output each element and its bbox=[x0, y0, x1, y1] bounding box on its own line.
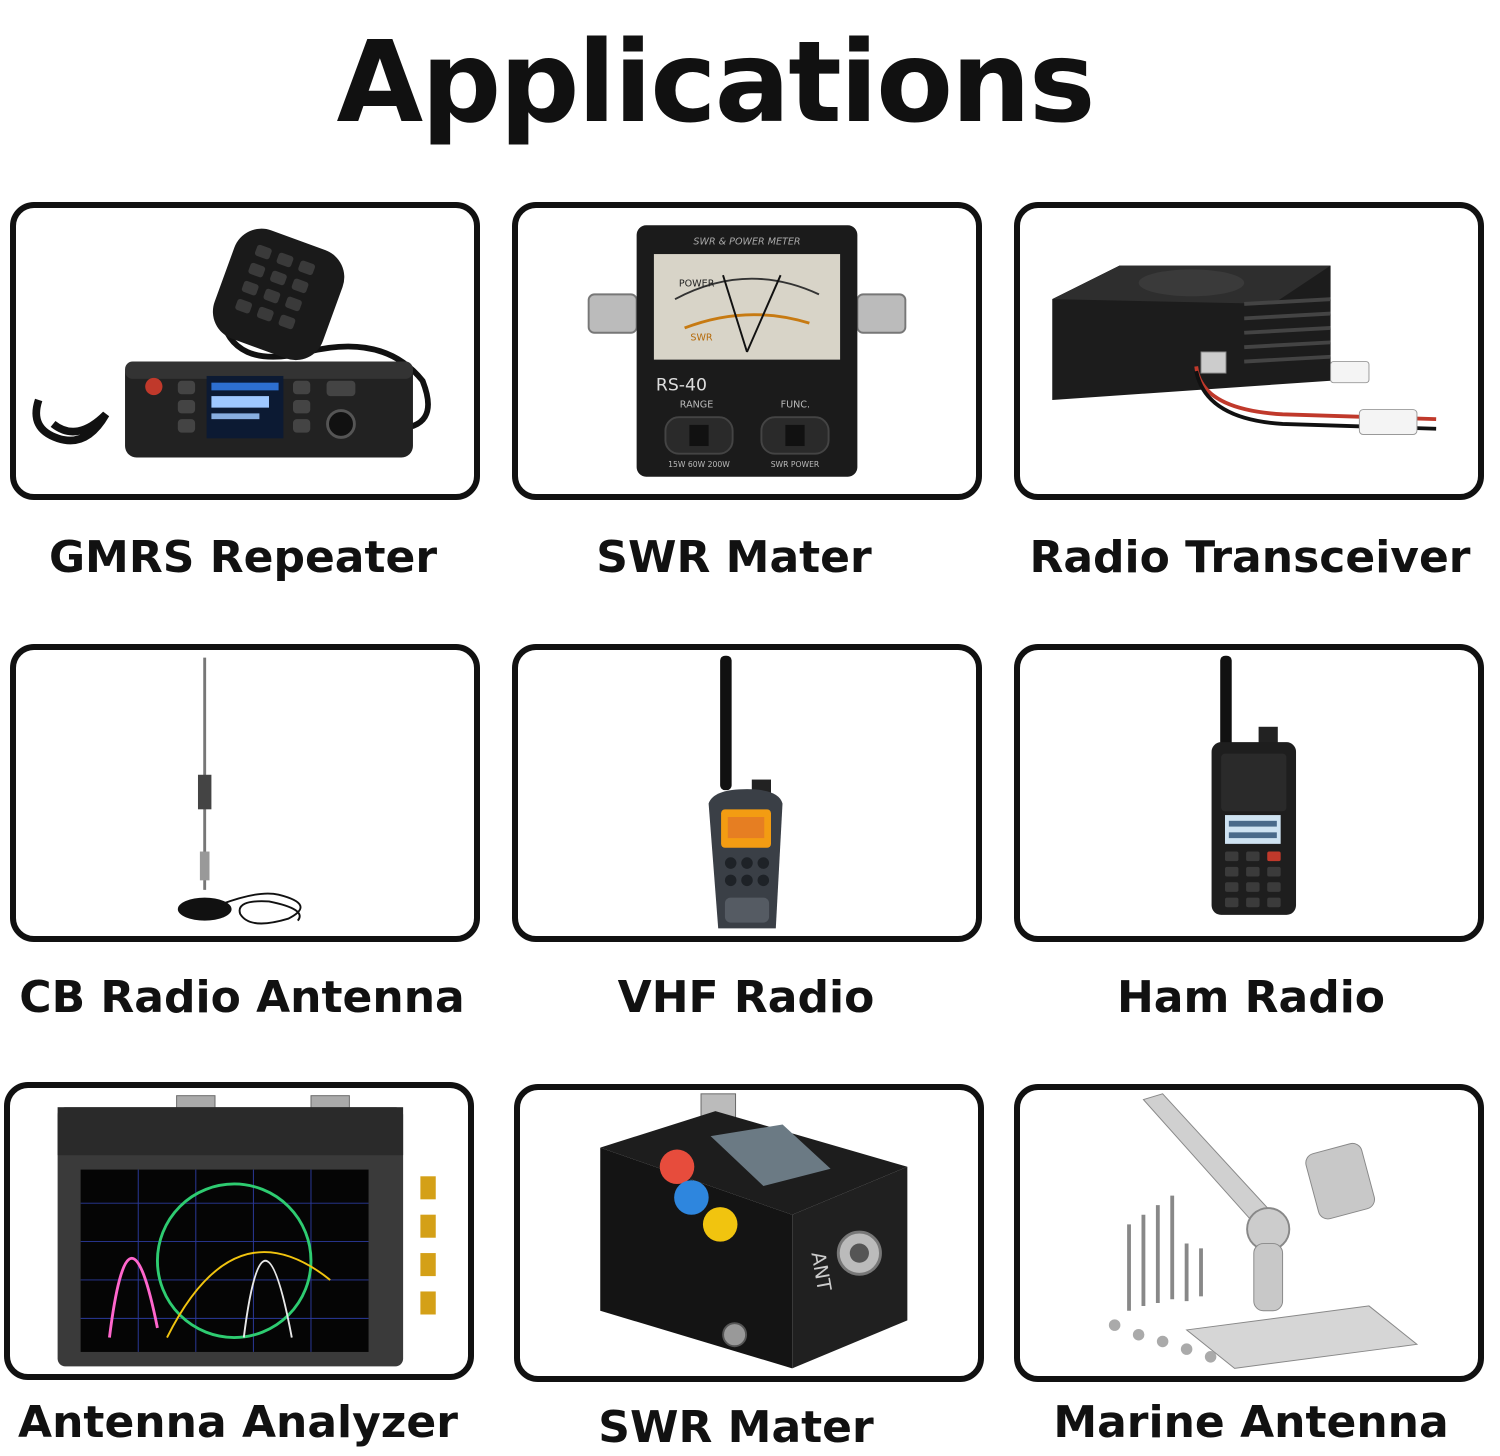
swr-meter-icon: SWR & POWER METER POWER SWR RS-40 RANGE … bbox=[587, 225, 907, 477]
svg-text:SWR & POWER METER: SWR & POWER METER bbox=[693, 236, 800, 247]
walkie-talkie-icon bbox=[1211, 655, 1297, 915]
transceiver-icon bbox=[1052, 265, 1437, 435]
card-cb-antenna bbox=[10, 644, 480, 942]
label-swr-meter-1: SWR Mater bbox=[596, 532, 872, 583]
label-antenna-analyzer: Antenna Analyzer bbox=[18, 1397, 458, 1448]
antenna-mount-icon bbox=[1108, 1093, 1419, 1369]
card-ham-radio bbox=[1014, 644, 1484, 942]
svg-text:RS-40: RS-40 bbox=[656, 375, 707, 395]
svg-text:SWR POWER: SWR POWER bbox=[771, 460, 820, 469]
card-gmrs-repeater bbox=[10, 202, 480, 500]
label-vhf-radio: VHF Radio bbox=[617, 972, 875, 1023]
svg-text:RANGE: RANGE bbox=[680, 400, 713, 411]
label-cb-radio-antenna: CB Radio Antenna bbox=[19, 972, 465, 1023]
label-ham-radio: Ham Radio bbox=[1116, 972, 1386, 1023]
mobile-radio-icon bbox=[32, 228, 431, 458]
label-marine-antenna: Marine Antenna bbox=[1053, 1397, 1449, 1448]
card-marine-antenna bbox=[1014, 1084, 1484, 1382]
handheld-radio-icon bbox=[708, 655, 783, 929]
svg-text:FUNC.: FUNC. bbox=[781, 400, 810, 411]
digital-swr-meter-icon: ANT bbox=[600, 1093, 908, 1369]
page-title: Applications bbox=[336, 18, 1095, 148]
label-swr-meter-2: SWR Mater bbox=[598, 1402, 874, 1453]
label-radio-transceiver: Radio Transceiver bbox=[1029, 532, 1471, 583]
card-vhf-radio bbox=[512, 644, 982, 942]
vector-analyzer-icon bbox=[57, 1095, 436, 1367]
card-swr-meter-2: ANT bbox=[514, 1084, 984, 1382]
svg-text:POWER: POWER bbox=[679, 279, 715, 290]
card-radio-transceiver bbox=[1014, 202, 1484, 500]
svg-text:15W 60W 200W: 15W 60W 200W bbox=[668, 460, 730, 469]
card-swr-meter: SWR & POWER METER POWER SWR RS-40 RANGE … bbox=[512, 202, 982, 500]
card-antenna-analyzer bbox=[4, 1082, 474, 1380]
label-gmrs-repeater: GMRS Repeater bbox=[48, 532, 438, 583]
svg-text:SWR: SWR bbox=[690, 332, 713, 343]
magnetic-antenna-icon bbox=[177, 657, 302, 925]
